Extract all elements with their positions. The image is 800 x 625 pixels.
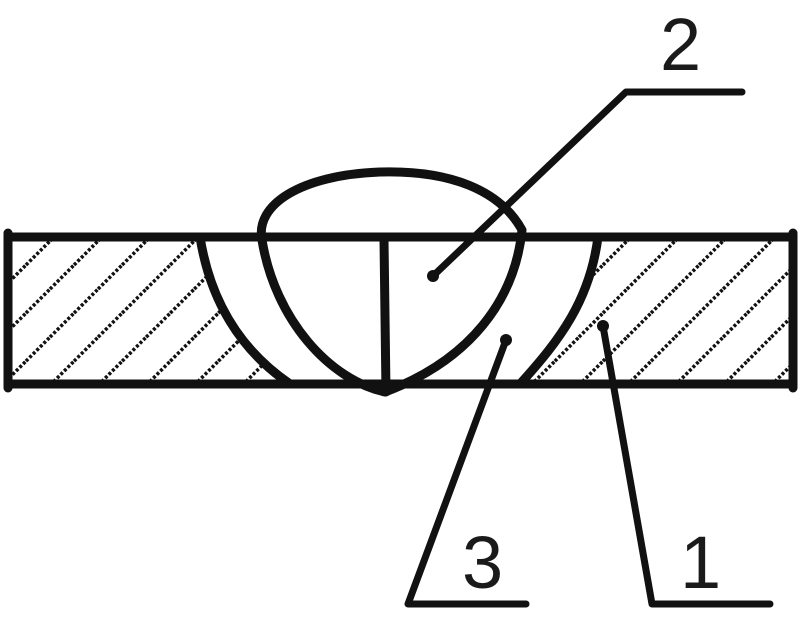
callout-2: 2	[427, 3, 746, 282]
callout-1-number: 1	[680, 521, 721, 604]
callout-3: 3	[404, 334, 530, 608]
base-metal-right	[520, 237, 793, 384]
weld-bead-outline	[256, 167, 527, 397]
callout-2-leader	[429, 88, 746, 280]
callout-1: 1	[597, 320, 774, 608]
callout-2-number: 2	[660, 3, 701, 86]
callout-1-leader	[599, 322, 774, 608]
callout-3-number: 3	[462, 521, 503, 604]
heat-affected-zone	[195, 232, 603, 389]
callout-3-leader	[404, 336, 530, 608]
base-metal	[8, 237, 793, 384]
base-metal-left	[8, 237, 290, 384]
weld-root-line	[379, 235, 391, 397]
weld-bead	[256, 167, 527, 397]
haz-left-boundary	[195, 232, 295, 389]
haz-right-boundary	[515, 232, 603, 389]
